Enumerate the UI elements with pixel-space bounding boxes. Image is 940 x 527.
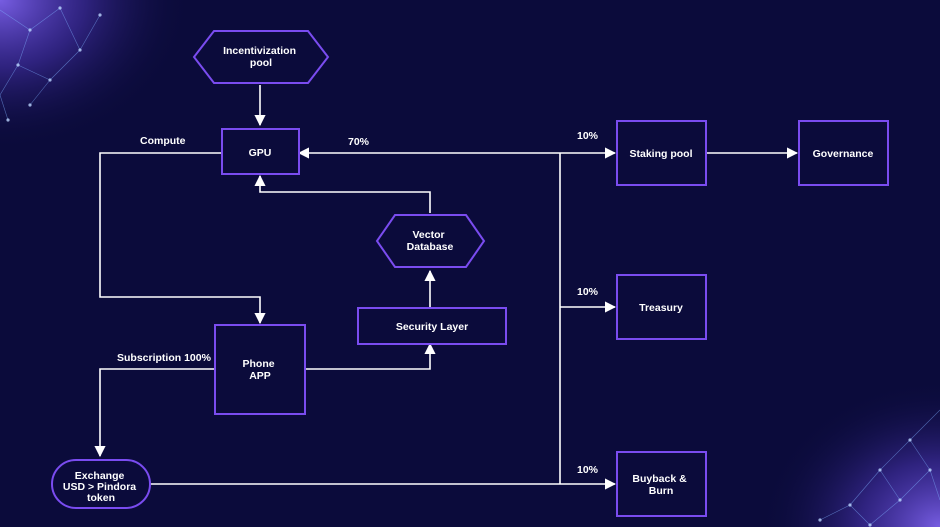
node-exchange: Exchange USD > Pindora token: [51, 459, 151, 509]
corner-glow-bottom-right: [760, 380, 940, 527]
node-security-layer-label: Security Layer: [396, 321, 468, 333]
node-phone-app-label: Phone APP: [242, 358, 277, 382]
connector-vector-db-to-gpu: [254, 174, 431, 213]
node-staking-pool: Staking pool: [616, 120, 707, 186]
connector-app-to-exchange: [94, 368, 215, 458]
node-treasury: Treasury: [616, 274, 707, 340]
edge-label-buyback-share: 10%: [577, 464, 599, 476]
network-mesh-bottom-right: [818, 409, 940, 527]
edge-label-gpu-share: 70%: [348, 136, 370, 148]
node-governance: Governance: [798, 120, 889, 186]
connector-compute-gpu-to-app: [99, 152, 266, 325]
node-vector-database-label: Vector Database: [407, 229, 454, 253]
node-phone-app: Phone APP: [214, 324, 306, 415]
node-governance-label: Governance: [813, 148, 874, 160]
network-mesh-top-left: [0, 6, 102, 122]
node-gpu-label: GPU: [249, 147, 272, 159]
corner-glow-top-left: [0, 0, 190, 150]
node-vector-database: Vector Database: [375, 214, 486, 268]
node-exchange-label: Exchange USD > Pindora token: [63, 470, 139, 504]
connectors: [94, 85, 799, 490]
node-security-layer: Security Layer: [357, 307, 507, 345]
connector-app-to-security: [305, 342, 436, 370]
node-treasury-label: Treasury: [639, 302, 683, 314]
edge-label-subscription: Subscription 100%: [117, 352, 212, 364]
edge-label-treasury-share: 10%: [577, 286, 599, 298]
node-incentivization-pool: Incentivization pool: [192, 30, 330, 84]
node-buyback-burn: Buyback & Burn: [616, 451, 707, 517]
edge-label-staking-share: 10%: [577, 130, 599, 142]
edge-label-compute: Compute: [140, 135, 186, 147]
node-buyback-burn-label: Buyback & Burn: [632, 473, 689, 497]
node-staking-pool-label: Staking pool: [630, 148, 693, 160]
node-gpu: GPU: [221, 128, 300, 175]
node-incentivization-pool-label: Incentivization pool: [223, 45, 299, 69]
